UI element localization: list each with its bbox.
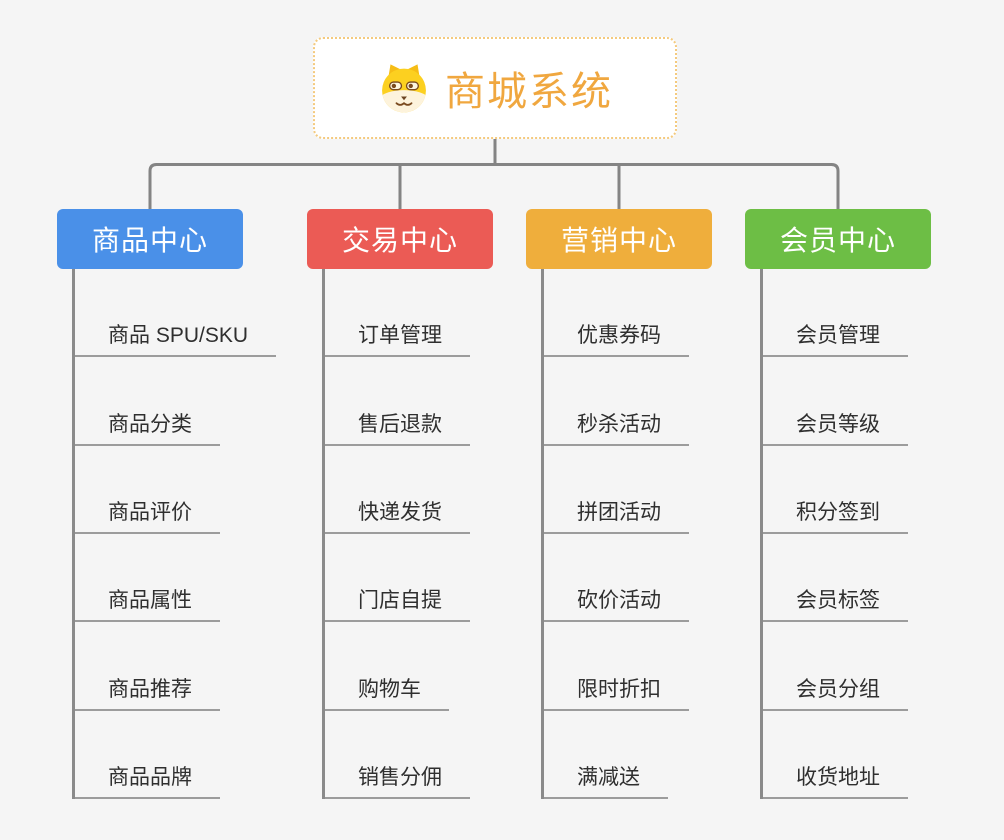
child-node[interactable]: 售后退款 <box>325 408 470 446</box>
root-node[interactable]: 商城系统 <box>313 37 677 139</box>
child-row: 秒杀活动 <box>544 357 689 446</box>
child-row: 快递发货 <box>325 446 470 534</box>
child-node[interactable]: 会员分组 <box>763 673 908 711</box>
child-row: 订单管理 <box>325 269 470 358</box>
child-node[interactable]: 会员管理 <box>763 319 908 358</box>
child-node[interactable]: 购物车 <box>325 673 449 711</box>
child-node[interactable]: 销售分佣 <box>325 761 470 799</box>
branch-children-column: 订单管理售后退款快递发货门店自提购物车销售分佣 <box>322 269 470 799</box>
child-row: 满减送 <box>544 711 689 799</box>
child-row: 积分签到 <box>763 446 908 534</box>
child-row: 会员分组 <box>763 622 908 711</box>
child-row: 商品分类 <box>75 357 276 446</box>
child-row: 售后退款 <box>325 357 470 446</box>
branch-node-1[interactable]: 商品中心 <box>57 209 243 269</box>
branch-children-column: 会员管理会员等级积分签到会员标签会员分组收货地址 <box>760 269 908 799</box>
child-row: 购物车 <box>325 622 470 711</box>
child-row: 商品属性 <box>75 534 276 623</box>
child-node[interactable]: 积分签到 <box>763 496 908 534</box>
child-row: 商品推荐 <box>75 622 276 711</box>
child-node[interactable]: 门店自提 <box>325 584 470 623</box>
child-row: 会员等级 <box>763 357 908 446</box>
child-node[interactable]: 订单管理 <box>325 319 470 358</box>
child-node[interactable]: 优惠券码 <box>544 319 689 358</box>
child-node[interactable]: 满减送 <box>544 761 668 799</box>
child-node[interactable]: 秒杀活动 <box>544 408 689 446</box>
child-row: 优惠券码 <box>544 269 689 358</box>
child-node[interactable]: 商品属性 <box>75 584 220 623</box>
child-row: 商品评价 <box>75 446 276 534</box>
child-node[interactable]: 商品 SPU/SKU <box>75 319 277 358</box>
child-row: 拼团活动 <box>544 446 689 534</box>
child-node[interactable]: 会员等级 <box>763 408 908 446</box>
child-row: 销售分佣 <box>325 711 470 799</box>
branch-label: 商品中心 <box>91 225 208 256</box>
child-row: 商品品牌 <box>75 711 276 799</box>
child-node[interactable]: 快递发货 <box>325 496 470 534</box>
child-row: 商品 SPU/SKU <box>75 269 277 358</box>
branch-children-column: 商品 SPU/SKU 商品分类商品评价商品属性商品推荐商品品牌 <box>72 269 277 799</box>
child-node[interactable]: 收货地址 <box>763 761 908 799</box>
child-node[interactable]: 商品分类 <box>75 408 220 446</box>
root-title: 商城系统 <box>445 70 613 114</box>
child-row: 门店自提 <box>325 534 470 623</box>
child-row: 会员管理 <box>763 269 908 358</box>
child-node[interactable]: 拼团活动 <box>544 496 689 534</box>
child-node[interactable]: 限时折扣 <box>544 673 689 711</box>
branch-label: 会员中心 <box>779 225 896 256</box>
child-row: 收货地址 <box>763 711 908 799</box>
child-node[interactable]: 砍价活动 <box>544 584 689 623</box>
branch-children-column: 优惠券码秒杀活动拼团活动砍价活动限时折扣满减送 <box>541 269 689 799</box>
child-node[interactable]: 商品评价 <box>75 496 220 534</box>
branch-node-3[interactable]: 营销中心 <box>526 209 712 269</box>
child-row: 会员标签 <box>763 534 908 623</box>
doge-icon <box>377 61 431 115</box>
branch-label: 交易中心 <box>341 225 458 256</box>
child-node[interactable]: 商品品牌 <box>75 761 220 799</box>
child-row: 限时折扣 <box>544 622 689 711</box>
child-row: 砍价活动 <box>544 534 689 623</box>
child-node[interactable]: 商品推荐 <box>75 673 220 711</box>
branch-node-2[interactable]: 交易中心 <box>307 209 493 269</box>
child-node[interactable]: 会员标签 <box>763 584 908 623</box>
branch-node-4[interactable]: 会员中心 <box>745 209 931 269</box>
branch-label: 营销中心 <box>560 225 677 256</box>
